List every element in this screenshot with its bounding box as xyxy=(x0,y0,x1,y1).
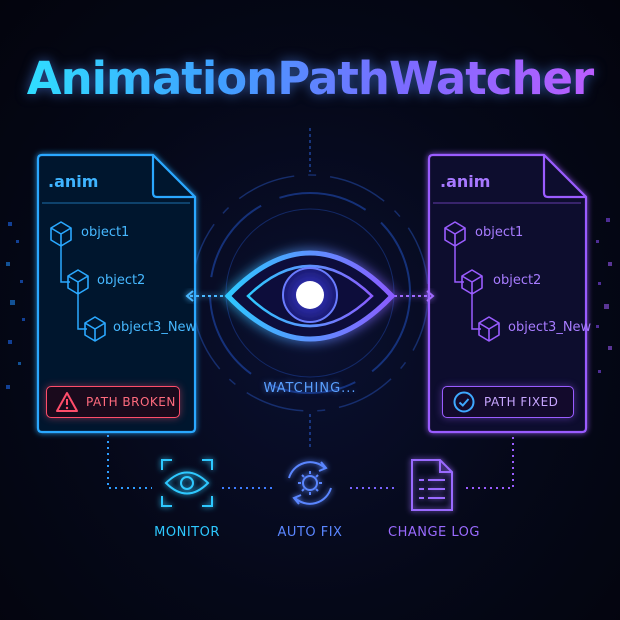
cube-icon xyxy=(67,269,89,295)
auto-fix-label: AUTO FIX xyxy=(277,525,343,540)
check-circle-icon xyxy=(453,391,475,413)
gear-refresh-icon xyxy=(288,461,332,505)
right-file-card xyxy=(427,153,588,434)
left-object-2: object2 xyxy=(97,273,146,288)
path-fixed-badge: PATH FIXED xyxy=(442,386,574,418)
change-log-label: CHANGE LOG xyxy=(388,525,480,540)
right-tree-lines xyxy=(454,245,481,330)
eye-scan-icon xyxy=(161,459,213,507)
left-object-1: object1 xyxy=(81,225,130,240)
cube-icon xyxy=(478,316,500,342)
path-broken-label: PATH BROKEN xyxy=(86,395,176,409)
right-object-3: object3_New xyxy=(508,320,592,335)
left-file-card xyxy=(36,153,197,434)
app-title: AnimationPathWatcher xyxy=(0,52,620,105)
cube-icon xyxy=(84,316,106,342)
document-icon xyxy=(411,459,453,511)
left-tree-lines xyxy=(60,245,87,330)
left-object-3: object3_New xyxy=(113,320,197,335)
right-object-1: object1 xyxy=(475,225,524,240)
watching-status: WATCHING... xyxy=(263,381,357,396)
right-file-extension: .anim xyxy=(440,172,491,191)
left-cube-icons xyxy=(50,221,106,342)
right-cube-icons xyxy=(444,221,500,342)
cube-icon xyxy=(461,269,483,295)
warning-icon xyxy=(56,392,78,412)
bottom-connectors xyxy=(107,435,514,489)
monitor-label: MONITOR xyxy=(154,525,220,540)
left-file-extension: .anim xyxy=(48,172,99,191)
pixel-decoration-right xyxy=(596,218,612,373)
eye-icon xyxy=(224,250,396,342)
cube-icon xyxy=(444,221,466,247)
path-broken-badge: PATH BROKEN xyxy=(46,386,180,418)
path-fixed-label: PATH FIXED xyxy=(484,395,559,409)
right-object-2: object2 xyxy=(493,273,542,288)
pixel-decoration-left xyxy=(6,222,25,389)
cube-icon xyxy=(50,221,72,247)
left-connector xyxy=(185,290,232,302)
